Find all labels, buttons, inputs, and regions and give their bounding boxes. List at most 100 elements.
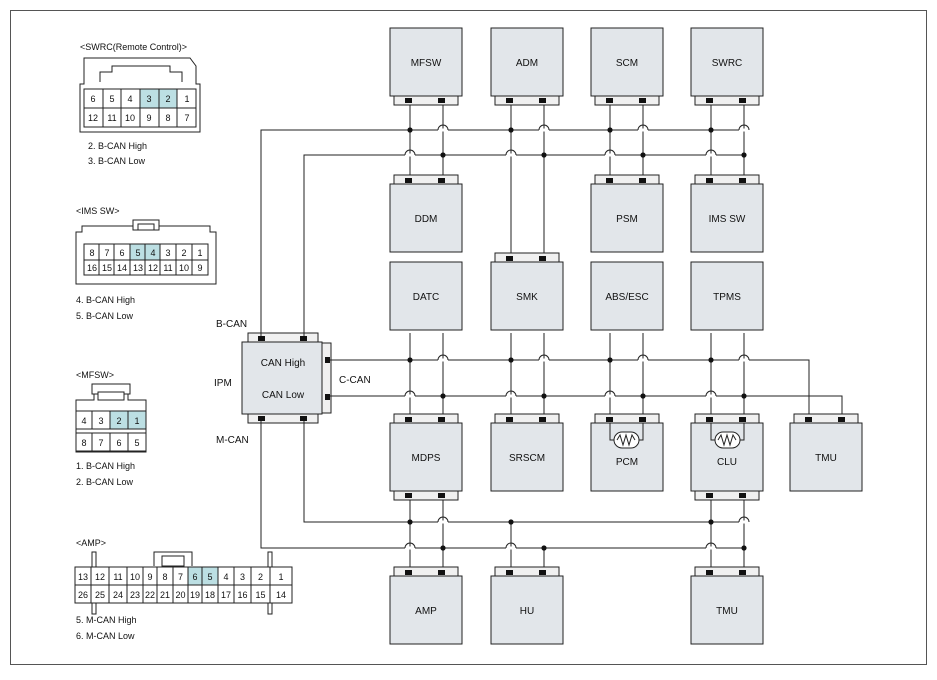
module-amp: AMP	[389, 566, 463, 645]
ims-pin-10: 10	[179, 263, 189, 273]
module-grid: MFSW ADM SCM SWRC DDM PSM IMS SW DATC SMK ABS/ESC…	[389, 27, 863, 645]
ims-sw-connector: <IMS SW> 8 7 6 5 4 3 2 1 16 15 14 13 12 …	[75, 206, 217, 321]
ipm-label: IPM	[214, 378, 232, 389]
swrc-connector-title: <SWRC(Remote Control)>	[80, 42, 187, 52]
swrc-pin-12: 12	[88, 113, 98, 123]
module-absesc: ABS/ESC	[590, 261, 664, 331]
module-datc: DATC	[389, 261, 463, 331]
module-smk: SMK	[490, 252, 564, 331]
module-adm: ADM	[490, 27, 564, 106]
amp-pin-labels: 1326122511241023922821720619518417316215…	[78, 572, 286, 600]
mfsw-pin-2: 2	[116, 416, 121, 426]
amp-pin-12: 12	[95, 572, 105, 582]
module-label-absesc: ABS/ESC	[605, 292, 648, 303]
amp-pin-10: 10	[130, 572, 140, 582]
module-srscm: SRSCM	[490, 413, 564, 492]
module-label-smk: SMK	[516, 292, 538, 303]
module-label-psm: PSM	[616, 214, 638, 225]
module-label-hu: HU	[520, 606, 534, 617]
module-label-scm: SCM	[616, 58, 638, 69]
ims-pin-11: 11	[163, 263, 172, 273]
swrc-pin-7: 7	[184, 113, 189, 123]
frame	[10, 10, 927, 665]
pcm-terminator-icon	[609, 423, 644, 449]
ipm-ccan-label: C-CAN	[339, 375, 371, 386]
amp-pin-4: 4	[223, 572, 228, 582]
module-ddm: DDM	[389, 174, 463, 253]
amp-pin-8: 8	[162, 572, 167, 582]
mfsw-note-2: 2. B-CAN Low	[76, 477, 134, 487]
module-label-ddm: DDM	[415, 214, 438, 225]
module-label-mdps: MDPS	[412, 453, 441, 464]
amp-pin-18: 18	[205, 590, 215, 600]
mfsw-pin-8: 8	[81, 438, 86, 448]
module-imssw: IMS SW	[690, 174, 764, 253]
mfsw-pin-5: 5	[134, 438, 139, 448]
amp-pin-3: 3	[240, 572, 245, 582]
module-label-pcm: PCM	[616, 457, 638, 468]
module-scm: SCM	[590, 27, 664, 106]
ipm-mcan-label: M-CAN	[216, 435, 249, 446]
swrc-pin-10: 10	[125, 113, 135, 123]
mfsw-pin-1: 1	[134, 416, 139, 426]
module-hu: HU	[490, 566, 564, 645]
clu-terminator-icon	[710, 423, 745, 449]
ims-pin-7: 7	[104, 248, 109, 258]
amp-pin-2: 2	[258, 572, 263, 582]
mfsw-pin-3: 3	[98, 416, 103, 426]
ims-pin-3: 3	[165, 248, 170, 258]
amp-pin-17: 17	[221, 590, 231, 600]
ims-pin-2: 2	[181, 248, 186, 258]
module-label-datc: DATC	[413, 292, 439, 303]
amp-pin-19: 19	[190, 590, 200, 600]
swrc-pin-2: 2	[165, 94, 170, 104]
swrc-pin-4: 4	[127, 94, 132, 104]
swrc-pin-5: 5	[109, 94, 114, 104]
module-tpms: TPMS	[690, 261, 764, 331]
module-label-tmu1: TMU	[815, 453, 837, 464]
ims-pin-5: 5	[135, 248, 140, 258]
ipm-bcan-label: B-CAN	[216, 319, 247, 330]
module-swrc: SWRC	[690, 27, 764, 106]
ims-connector-title: <IMS SW>	[76, 206, 120, 216]
amp-pin-13: 13	[78, 572, 88, 582]
amp-note-2: 6. M-CAN Low	[76, 631, 135, 641]
amp-pin-20: 20	[175, 590, 185, 600]
amp-pin-6: 6	[192, 572, 197, 582]
swrc-note-2: 3. B-CAN Low	[88, 156, 146, 166]
swrc-pin-1: 1	[184, 94, 189, 104]
swrc-connector: <SWRC(Remote Control)> 6 5 4 3 2 1 12 11…	[79, 42, 201, 166]
module-mfsw: MFSW	[389, 27, 463, 106]
amp-pin-23: 23	[130, 590, 140, 600]
ims-pin-6: 6	[119, 248, 124, 258]
module-pcm: PCM	[590, 413, 664, 492]
mfsw-connector: <MFSW> 4 3 2 1 8 7 6 5 1. B-CAN High 2. …	[75, 370, 147, 487]
module-label-mfsw: MFSW	[411, 58, 442, 69]
module-label-swrc: SWRC	[712, 58, 743, 69]
module-label-srscm: SRSCM	[509, 453, 545, 464]
amp-pin-1: 1	[278, 572, 283, 582]
module-label-adm: ADM	[516, 58, 538, 69]
amp-pin-24: 24	[113, 590, 123, 600]
ims-pin-9: 9	[197, 263, 202, 273]
amp-pin-11: 11	[113, 572, 122, 582]
amp-pin-14: 14	[276, 590, 286, 600]
module-label-imssw: IMS SW	[709, 214, 746, 225]
module-mdps: MDPS	[389, 413, 463, 501]
amp-connector-title: <AMP>	[76, 538, 106, 548]
amp-pin-7: 7	[178, 572, 183, 582]
amp-connector: <AMP> 1326122511241023922821720619518417…	[74, 538, 293, 641]
module-tmu2: TMU	[690, 566, 764, 645]
amp-pin-22: 22	[145, 590, 155, 600]
mfsw-pin-6: 6	[116, 438, 121, 448]
mfsw-pin-7: 7	[98, 438, 103, 448]
amp-pin-26: 26	[78, 590, 88, 600]
swrc-pin-3: 3	[146, 94, 151, 104]
ims-pin-1: 1	[197, 248, 202, 258]
module-label-amp: AMP	[415, 606, 437, 617]
mfsw-pin-4: 4	[81, 416, 86, 426]
swrc-pin-6: 6	[90, 94, 95, 104]
ims-pin-14: 14	[117, 263, 127, 273]
module-psm: PSM	[590, 174, 664, 253]
